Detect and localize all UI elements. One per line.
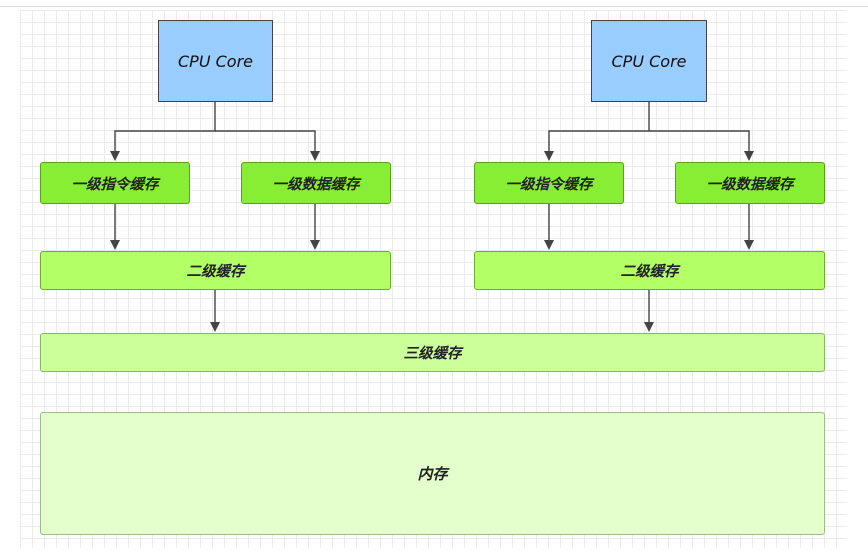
connector-core-right-to-l1-data-right — [649, 130, 754, 161]
cpu-core-left-label: CPU Core — [178, 51, 253, 71]
l2-cache-right-label: 二级缓存 — [620, 264, 679, 280]
l1-instruction-cache-right: 一级指令缓存 — [474, 162, 624, 204]
cpu-core-right-label: CPU Core — [611, 51, 687, 71]
cpu-core-right: CPU Core — [591, 20, 707, 102]
main-memory-label: 内存 — [417, 465, 448, 483]
cpu-core-left: CPU Core — [158, 20, 273, 102]
l2-cache-left-label: 二级缓存 — [186, 264, 245, 280]
l1-instruction-cache-right-label: 一级指令缓存 — [505, 176, 593, 193]
l2-cache-left: 二级缓存 — [40, 251, 391, 290]
l3-cache-shared-label: 三级缓存 — [403, 346, 462, 362]
l1-data-cache-left: 一级数据缓存 — [241, 162, 391, 204]
main-memory: 内存 — [40, 412, 825, 535]
l3-cache-shared: 三级缓存 — [40, 333, 825, 372]
l1-data-cache-left-label: 一级数据缓存 — [272, 176, 360, 193]
connector-core-left-to-l1-instruction-left — [110, 102, 216, 161]
connector-core-left-to-l1-data-left — [215, 130, 320, 161]
l1-instruction-cache-left-label: 一级指令缓存 — [71, 176, 159, 193]
top-border-line — [0, 6, 868, 7]
l1-instruction-cache-left: 一级指令缓存 — [40, 162, 190, 204]
l1-data-cache-right-label: 一级数据缓存 — [706, 176, 794, 193]
connector-core-right-to-l1-instruction-right — [544, 102, 650, 161]
l1-data-cache-right: 一级数据缓存 — [675, 162, 825, 204]
l2-cache-right: 二级缓存 — [474, 251, 825, 290]
